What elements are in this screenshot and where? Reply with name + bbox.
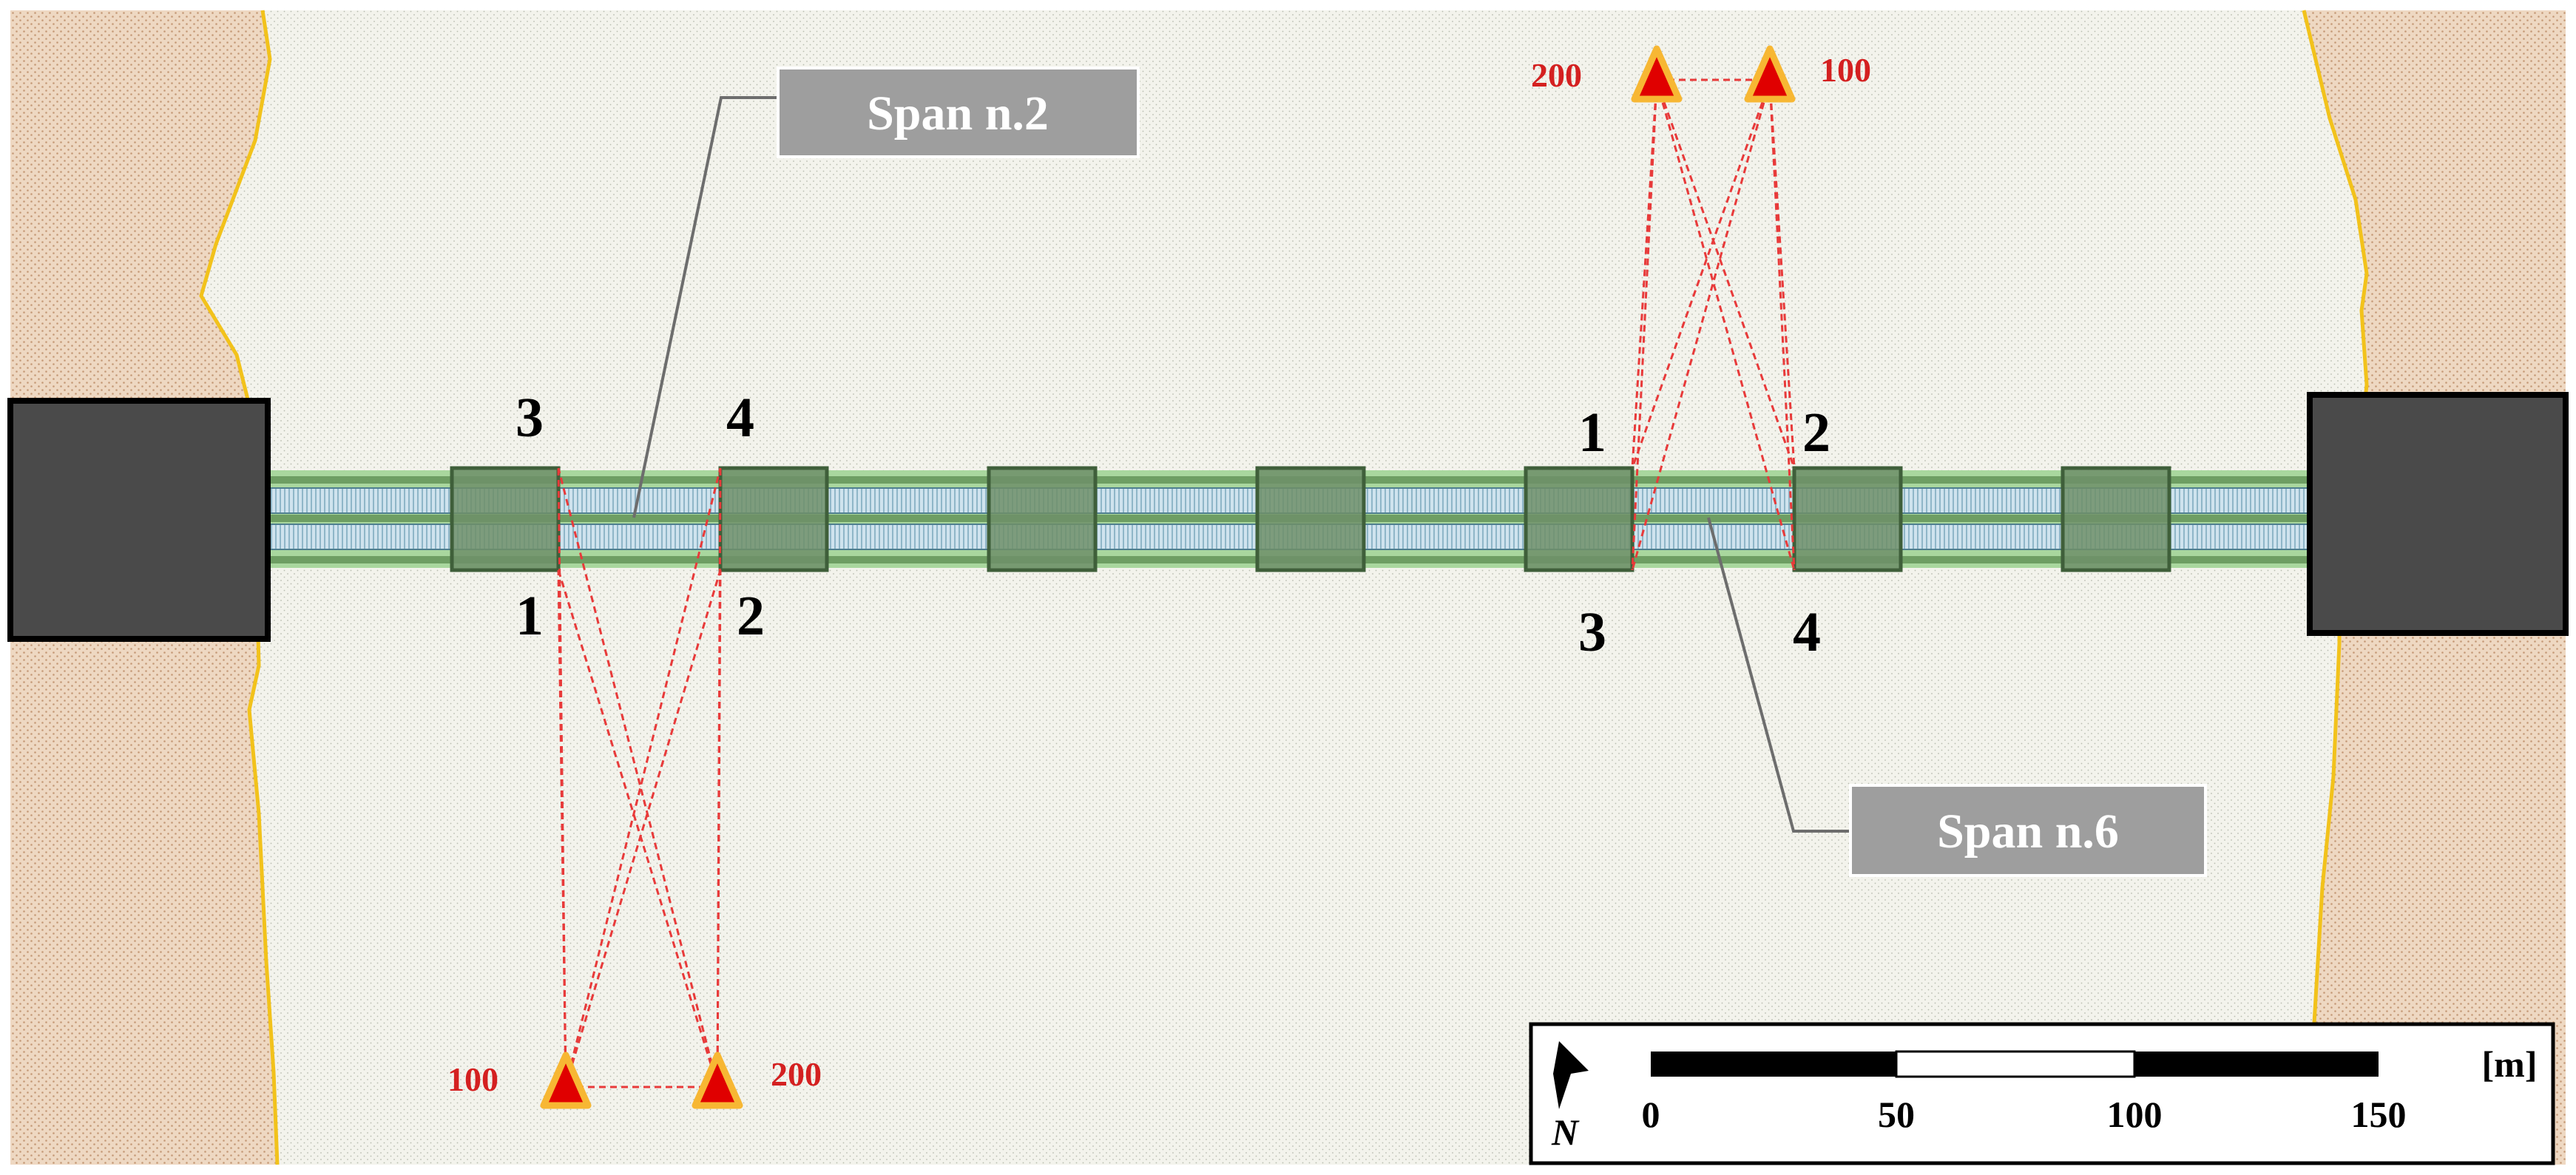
span2-point-bottom-right: 2 [737, 585, 765, 647]
surveying-station-triangle-icon [540, 1052, 592, 1109]
scale-tick-0: 0 [1642, 1094, 1660, 1135]
span2-sight-lines [557, 467, 722, 1088]
station-south-right-label: 200 [771, 1055, 822, 1093]
river-area [10, 10, 2566, 1165]
station-north-left-label: 200 [1531, 56, 1582, 94]
north-arrow-icon: N [1551, 1041, 1589, 1153]
scale-bar: N 0 50 100 150 [m] [1529, 1022, 2555, 1165]
span2-callout: Span n.2 [632, 67, 1140, 518]
surveying-station-triangle-icon [692, 1052, 743, 1109]
station-north-right-label: 100 [1820, 51, 1871, 89]
surveying-station-triangle-icon [1744, 45, 1796, 103]
scale-tick-100: 100 [2107, 1094, 2163, 1135]
span6-point-top-left: 1 [1578, 402, 1606, 464]
scale-tick-50: 50 [1878, 1094, 1915, 1135]
pier-7 [2061, 466, 2171, 572]
pier-3 [987, 466, 1098, 572]
span2-point-top-left: 3 [515, 387, 544, 449]
pier-6 [1792, 466, 1903, 572]
span6-sight-lines [1631, 78, 1796, 571]
span2-point-bottom-left: 1 [515, 585, 544, 647]
pier-5 [1524, 466, 1634, 572]
span6-point-top-right: 2 [1802, 402, 1830, 464]
pier-2 [718, 466, 829, 572]
span2-callout-label: Span n.2 [867, 87, 1049, 140]
pier-1 [450, 466, 561, 572]
scale-unit-label: [m] [2482, 1043, 2538, 1085]
surveying-station-triangle-icon [1631, 45, 1683, 103]
span6-point-bottom-left: 3 [1578, 601, 1606, 663]
span6-point-bottom-right: 4 [1793, 601, 1821, 663]
station-south-left-label: 100 [447, 1060, 498, 1098]
span6-callout-label: Span n.6 [1937, 805, 2119, 859]
left-abutment [7, 398, 271, 642]
scale-tick-150: 150 [2351, 1094, 2407, 1135]
right-abutment [2307, 392, 2569, 636]
svg-text:N: N [1551, 1111, 1580, 1153]
piers [450, 466, 2171, 572]
span2-point-top-right: 4 [726, 387, 754, 449]
span6-callout: Span n.6 [1707, 517, 2207, 877]
pier-4 [1255, 466, 1366, 572]
